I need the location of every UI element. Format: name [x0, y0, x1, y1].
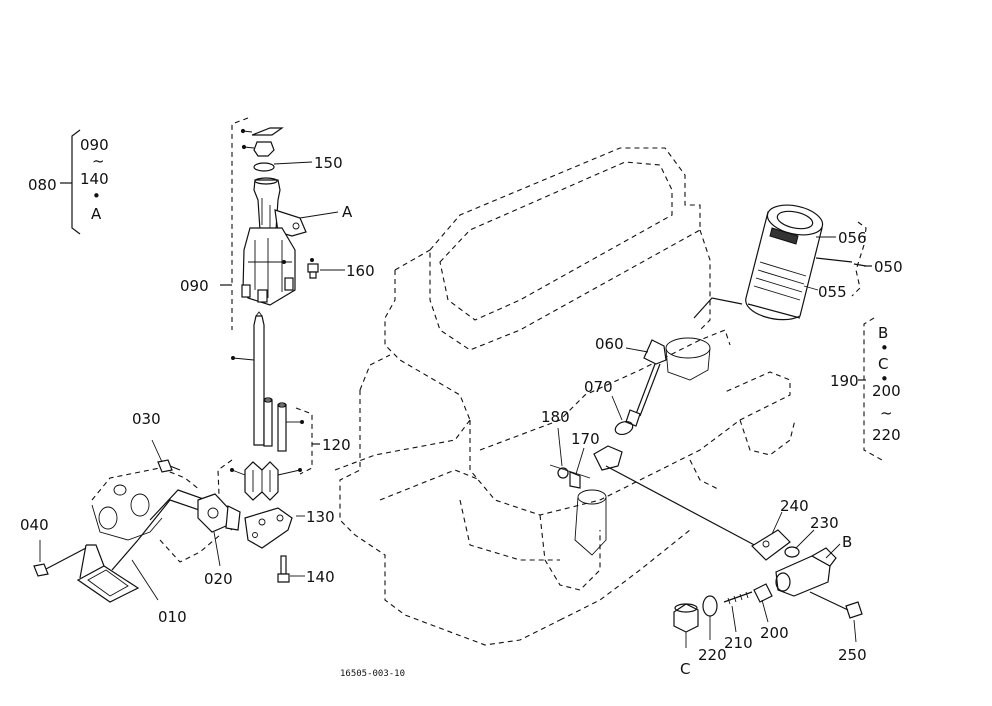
label-050: 050 [874, 258, 903, 276]
label-250: 250 [838, 646, 867, 664]
label-130: 130 [306, 508, 335, 526]
bolt-160 [307, 258, 319, 279]
label-030: 030 [132, 410, 161, 428]
pump-gear [230, 461, 302, 501]
pressure-switch-assembly [673, 529, 863, 633]
label-220: 220 [698, 646, 727, 664]
label-180: 180 [541, 408, 570, 426]
label-055: 055 [818, 283, 847, 301]
label-ref-b-right: B [878, 324, 888, 342]
bolt-140 [277, 555, 290, 583]
pump-cover-130 [244, 507, 293, 549]
label-220-right: 220 [872, 426, 901, 444]
label-190: 190 [830, 372, 859, 390]
label-040: 040 [20, 516, 49, 534]
label-dot-a: • [92, 187, 101, 205]
label-ref-a-left: A [91, 205, 102, 223]
label-060: 060 [595, 335, 624, 353]
label-150: 150 [314, 154, 343, 172]
label-200-right: 200 [872, 382, 901, 400]
label-210: 210 [724, 634, 753, 652]
oil-filter-050 [693, 204, 824, 321]
label-ref-c-right: C [878, 355, 888, 373]
bolt-040 [33, 547, 87, 577]
label-120: 120 [322, 436, 351, 454]
oil-pump-housing [240, 127, 307, 306]
label-010: 010 [158, 608, 187, 626]
label-080: 080 [28, 176, 57, 194]
label-020: 020 [204, 570, 233, 588]
oring-070 [614, 420, 634, 436]
label-ref-c: C [680, 660, 690, 678]
bolt-030 [157, 459, 181, 473]
label-ref-a: A [342, 203, 353, 221]
pins-120 [263, 397, 304, 452]
label-170: 170 [571, 430, 600, 448]
label-ref-b: B [842, 533, 852, 551]
part-number-labels: 090 ~ 140 • A 080 150 A 160 090 120 130 … [20, 136, 903, 679]
label-dot-b2: • [880, 370, 889, 388]
engine-block-outline [334, 147, 796, 646]
label-tilde-a: ~ [92, 152, 105, 170]
relief-valve-180-170 [549, 445, 761, 549]
label-140: 140 [306, 568, 335, 586]
label-090-top: 090 [80, 136, 109, 154]
dipstick-060 [625, 339, 667, 427]
label-dot-b1: • [880, 339, 889, 357]
label-200: 200 [760, 624, 789, 642]
leader-lines [39, 161, 883, 648]
pump-shaft [231, 311, 265, 446]
label-140-top: 140 [80, 170, 109, 188]
label-160: 160 [346, 262, 375, 280]
label-090: 090 [180, 277, 209, 295]
label-240: 240 [780, 497, 809, 515]
oil-strainer-assembly [76, 467, 241, 603]
label-tilde-b: ~ [880, 404, 893, 422]
label-056: 056 [838, 229, 867, 247]
group-bracket-080 [60, 129, 81, 235]
drawing-number: 16505-003-10 [340, 669, 405, 679]
label-070: 070 [584, 378, 613, 396]
label-230: 230 [810, 514, 839, 532]
